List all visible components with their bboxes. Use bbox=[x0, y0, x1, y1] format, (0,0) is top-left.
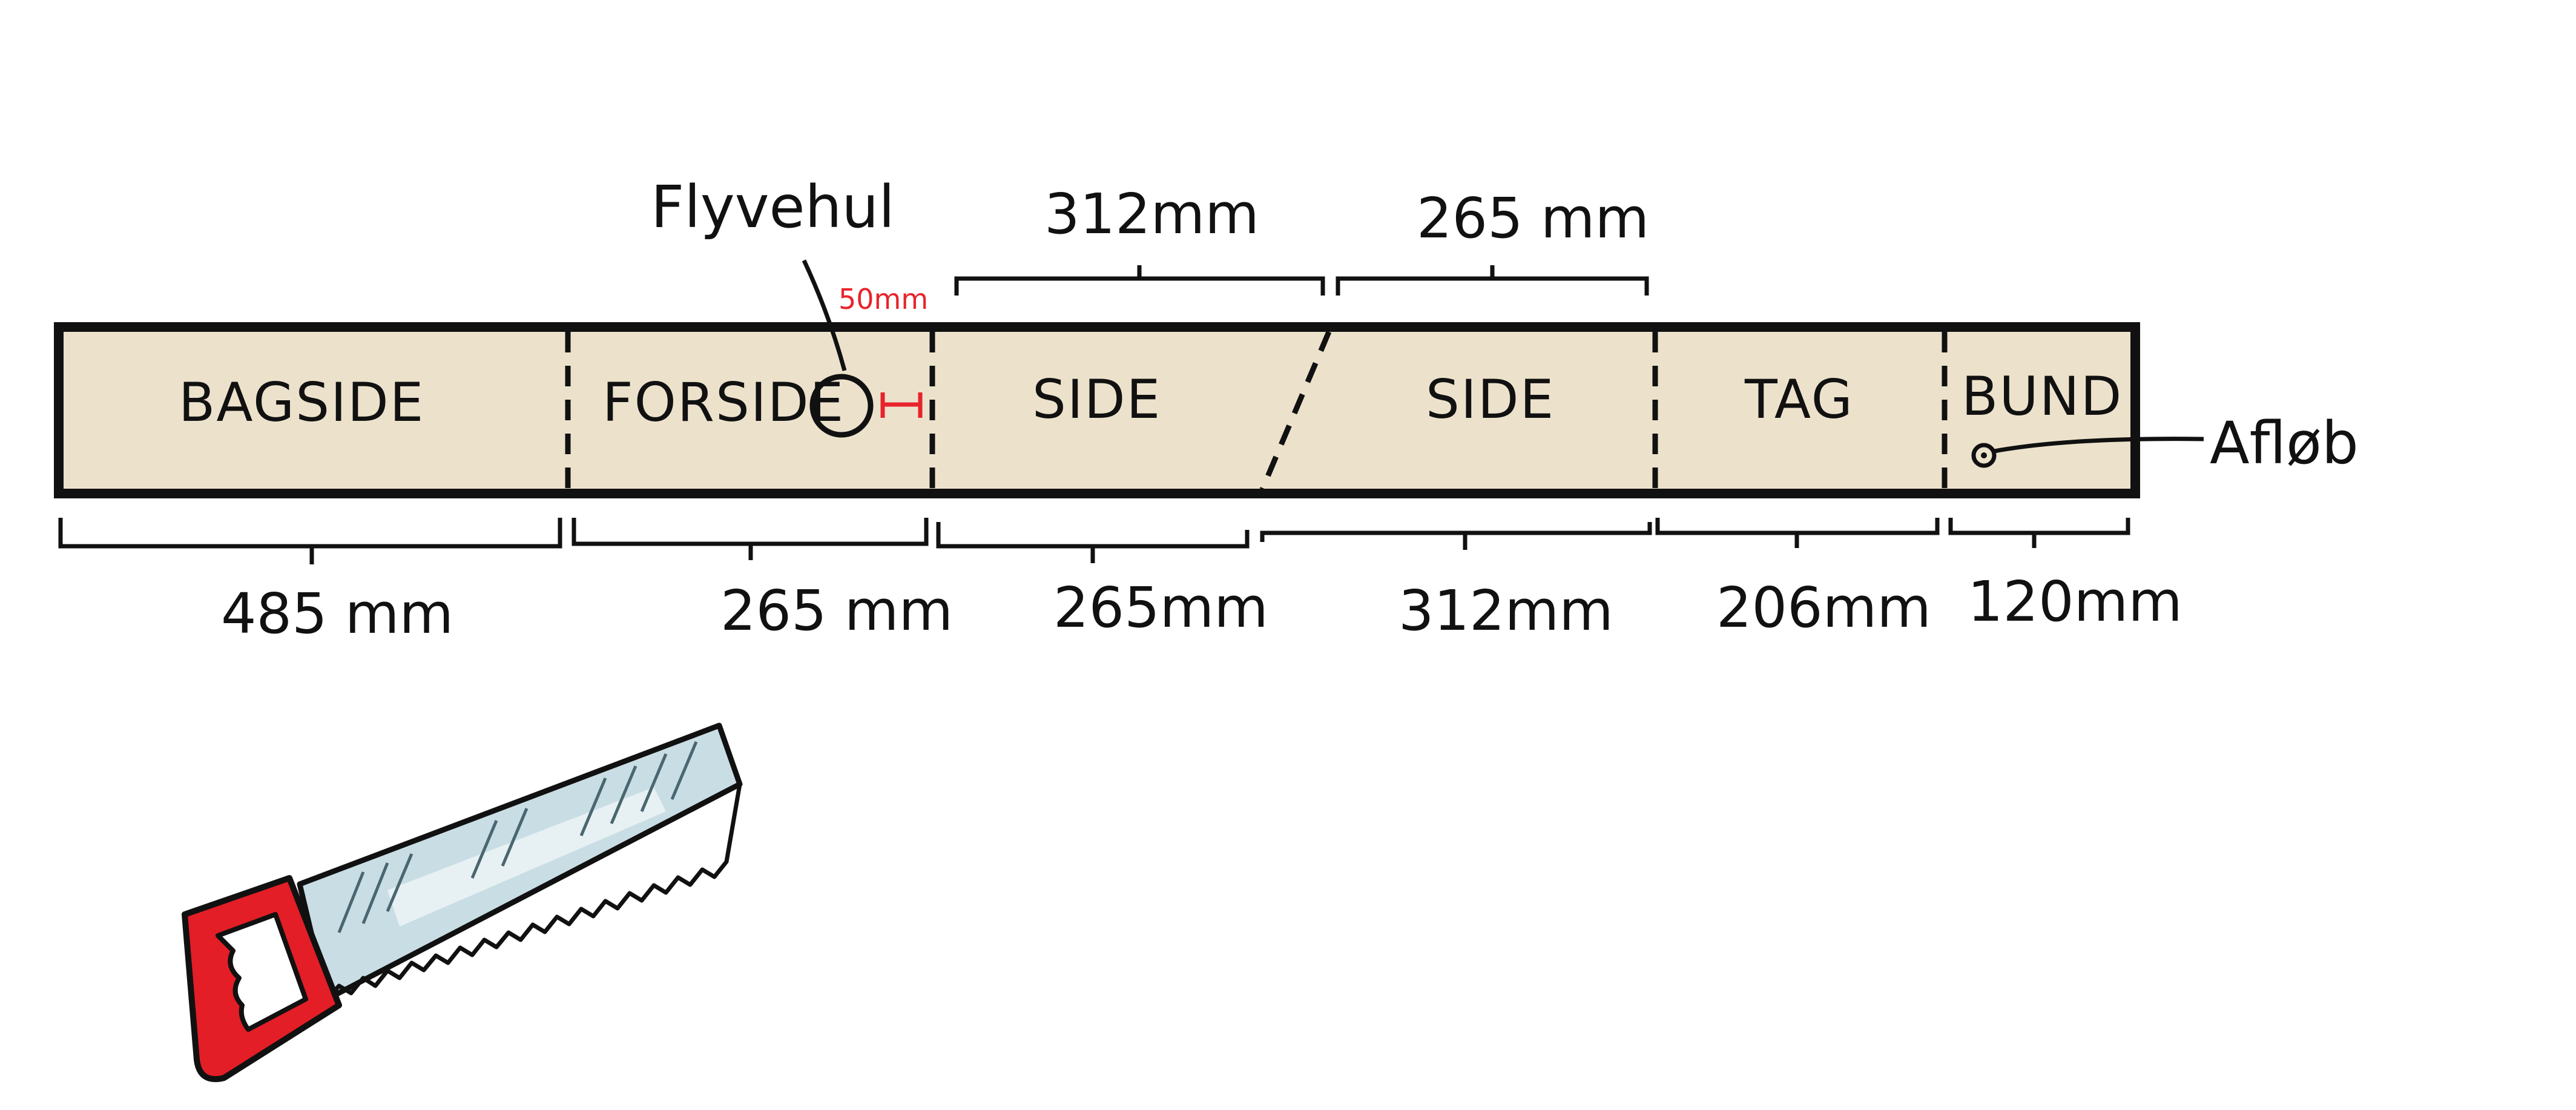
top-dimension-brackets bbox=[954, 265, 1649, 296]
segment-label-side-1: SIDE bbox=[1032, 368, 1161, 431]
bottom-dimension-bagside: 485 mm bbox=[221, 581, 453, 646]
top-bracket-1 bbox=[954, 265, 1325, 296]
bottom-dimension-bund: 120mm bbox=[1968, 569, 2182, 634]
bottom-bracket-6 bbox=[1948, 518, 2130, 548]
bottom-bracket-2 bbox=[572, 518, 929, 560]
top-bracket-2 bbox=[1336, 265, 1649, 296]
hole-offset-label: 50mm bbox=[838, 283, 928, 315]
bottom-dimension-side-2: 312mm bbox=[1398, 578, 1613, 643]
wooden-board bbox=[54, 322, 2140, 498]
saw-blade-hatching bbox=[337, 741, 698, 933]
hole-offset-marker bbox=[880, 392, 923, 418]
segment-labels: BAGSIDE FORSIDE SIDE SIDE TAG BUND bbox=[179, 365, 2123, 434]
hand-saw-icon bbox=[182, 722, 743, 1082]
bottom-dimension-tag: 206mm bbox=[1716, 575, 1931, 640]
segment-label-forside: FORSIDE bbox=[602, 371, 845, 434]
saw-blade-highlight bbox=[387, 787, 666, 927]
entrance-hole-label: Flyvehul bbox=[651, 173, 895, 241]
top-dimension-2: 265 mm bbox=[1417, 186, 1649, 251]
bottom-dimension-forside: 265 mm bbox=[720, 578, 953, 643]
entrance-hole-circle bbox=[809, 374, 874, 438]
entrance-hole-leader bbox=[802, 259, 847, 371]
bottom-bracket-5 bbox=[1655, 518, 1940, 548]
drain-hole-dot bbox=[1981, 452, 1987, 458]
cut-line-diagonal bbox=[1259, 331, 1332, 491]
bottom-dimension-side-1: 265mm bbox=[1053, 575, 1268, 640]
saw-handle-grip bbox=[216, 912, 308, 1032]
segment-label-bagside: BAGSIDE bbox=[179, 371, 424, 434]
drain-leader bbox=[1994, 437, 2204, 454]
drain-hole-circle bbox=[1971, 443, 1997, 468]
segment-label-bund: BUND bbox=[1962, 365, 2123, 428]
top-dimension-1: 312mm bbox=[1044, 182, 1259, 246]
bottom-bracket-4 bbox=[1260, 522, 1652, 550]
segment-label-tag: TAG bbox=[1744, 368, 1854, 431]
bottom-bracket-3 bbox=[936, 522, 1250, 563]
saw-teeth bbox=[325, 784, 742, 1001]
segment-label-side-2: SIDE bbox=[1426, 368, 1555, 431]
cut-lines bbox=[565, 331, 1948, 491]
drain-label: Afløb bbox=[2210, 409, 2359, 477]
bottom-dimension-brackets bbox=[58, 518, 2130, 564]
bottom-bracket-1 bbox=[58, 518, 562, 564]
